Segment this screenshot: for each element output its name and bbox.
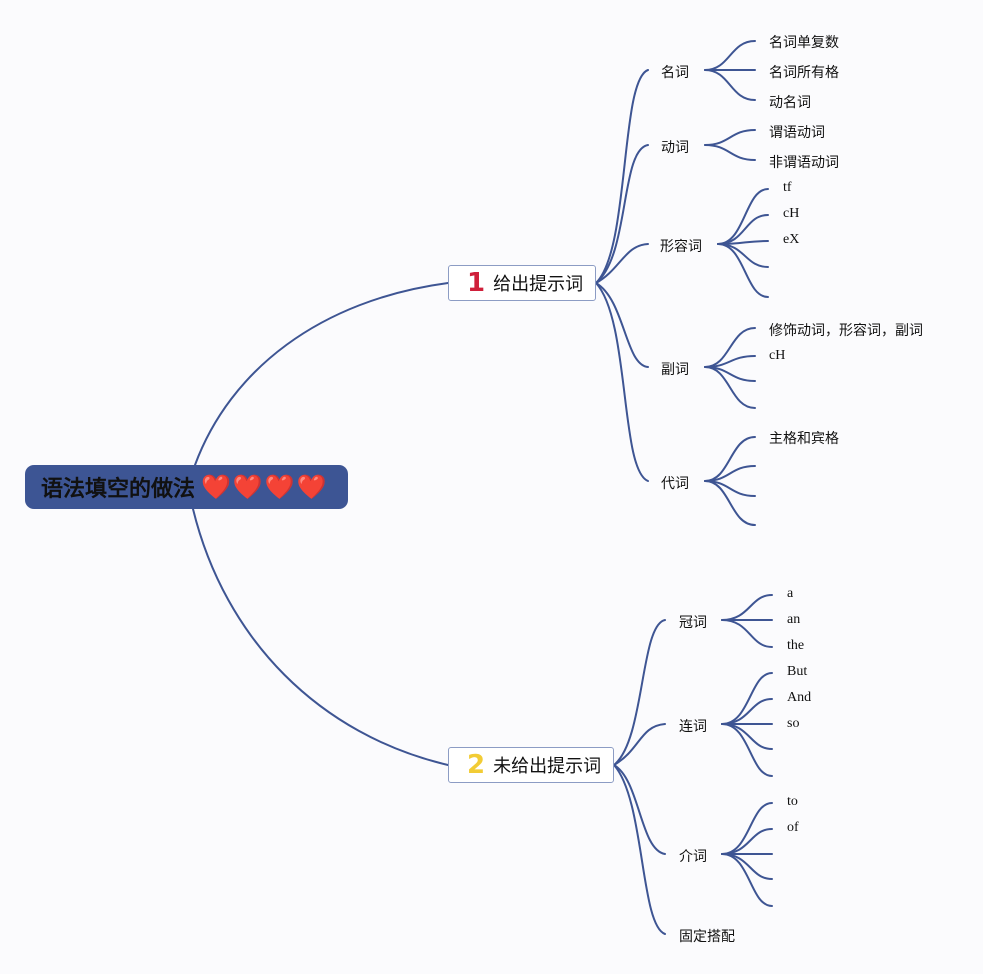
leaf-item[interactable]: an — [785, 612, 803, 628]
leaf-item[interactable]: of — [785, 820, 801, 836]
branch-no-hint[interactable]: 2 未给出提示词 — [448, 747, 614, 783]
leaf-item[interactable]: 动名词 — [767, 92, 813, 112]
node-adjective[interactable]: 形容词 — [660, 239, 702, 255]
link-root-branch2 — [192, 508, 449, 766]
leaf-item[interactable]: eX — [781, 232, 802, 248]
link-b2-prep — [613, 764, 666, 855]
leaf-item[interactable]: a — [785, 586, 796, 602]
link-b2-phrase — [613, 764, 666, 935]
root-node[interactable]: 语法填空的做法 ❤️❤️❤️❤️ — [25, 465, 348, 509]
link-b1-adv — [595, 282, 649, 368]
leaf-item[interactable]: But — [785, 664, 810, 680]
leaf-item[interactable]: 名词所有格 — [767, 62, 841, 82]
branch-given-hint[interactable]: 1 给出提示词 — [448, 265, 596, 301]
leaf-item[interactable]: 非谓语动词 — [767, 152, 841, 172]
leaf-item[interactable]: the — [785, 638, 807, 654]
leaf-item[interactable]: cH — [781, 206, 802, 222]
node-pronoun[interactable]: 代词 — [661, 476, 689, 492]
leaf-item[interactable]: 名词单复数 — [767, 32, 841, 52]
link-b2-article — [613, 619, 666, 766]
leaf-item[interactable]: tf — [781, 180, 794, 196]
number-two-icon: 2 — [467, 750, 486, 780]
root-title: 语法填空的做法 — [41, 477, 196, 502]
node-article[interactable]: 冠词 — [679, 615, 707, 631]
link-b2-conj — [613, 723, 666, 766]
link-b1-adj — [595, 243, 649, 284]
leaf-item[interactable]: And — [785, 690, 814, 706]
leaf-item[interactable]: 主格和宾格 — [767, 428, 841, 448]
link-b1-noun — [595, 69, 649, 284]
node-preposition[interactable]: 介词 — [679, 849, 707, 865]
link-b1-pron — [595, 282, 649, 482]
node-conjunction[interactable]: 连词 — [679, 719, 707, 735]
node-noun[interactable]: 名词 — [661, 65, 689, 81]
link-b1-verb — [595, 144, 649, 284]
branch-label: 给出提示词 — [493, 274, 584, 295]
leaf-item[interactable]: 修饰动词，形容词，副词 — [767, 320, 925, 340]
leaf-item[interactable]: cH — [767, 348, 788, 364]
number-one-icon: 1 — [467, 268, 486, 298]
leaf-item[interactable]: 谓语动词 — [767, 122, 827, 142]
heart-icons: ❤️❤️❤️❤️ — [201, 473, 329, 501]
branch-label: 未给出提示词 — [493, 756, 602, 777]
leaf-item[interactable]: so — [785, 716, 802, 732]
leaf-item[interactable]: to — [785, 794, 800, 810]
node-adverb[interactable]: 副词 — [661, 362, 689, 378]
node-verb[interactable]: 动词 — [661, 140, 689, 156]
link-root-branch1 — [194, 282, 449, 466]
node-fixed-phrase[interactable]: 固定搭配 — [679, 929, 735, 945]
